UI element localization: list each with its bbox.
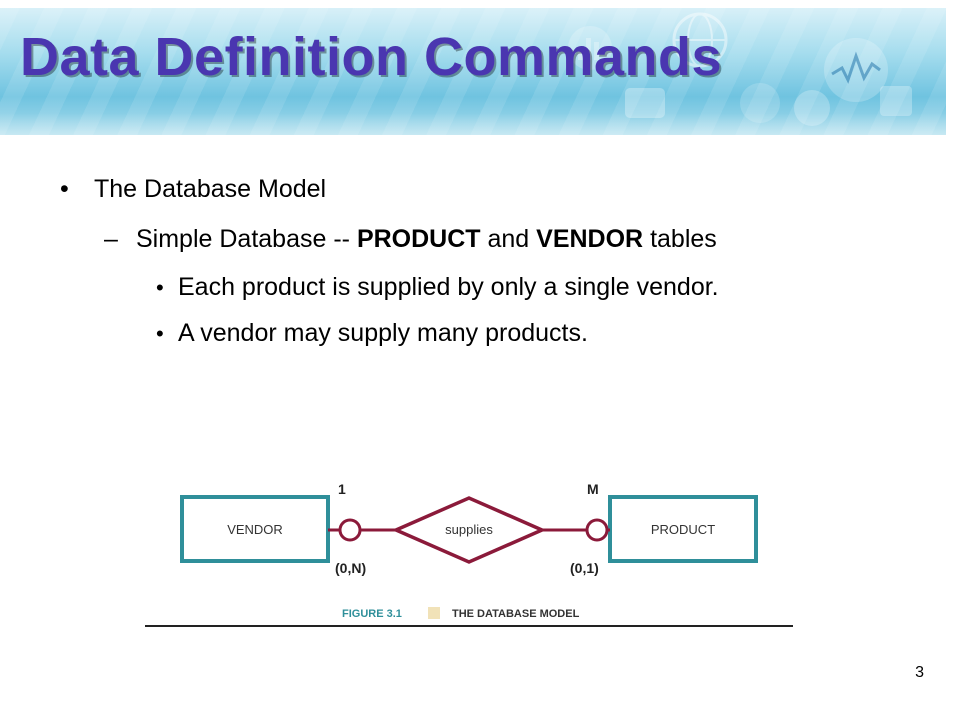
caption-swatch	[428, 607, 440, 619]
bullet-level2: –Simple Database -- PRODUCT and VENDOR t…	[104, 224, 717, 254]
header-band	[0, 8, 946, 135]
dash-marker: –	[104, 225, 118, 253]
right-optional-circle	[585, 518, 609, 542]
bullet-text-before: Simple Database --	[136, 225, 357, 253]
globe-icon	[672, 12, 728, 68]
left-cardinality: 1	[338, 481, 346, 497]
bold-vendor: VENDOR	[536, 225, 644, 253]
bullet-marker: •	[156, 275, 164, 300]
bullet-text-after: tables	[643, 225, 717, 253]
figure-caption-label: FIGURE 3.1	[342, 608, 402, 620]
figure-caption-text: THE DATABASE MODEL	[452, 608, 580, 620]
bold-product: PRODUCT	[356, 225, 481, 253]
bullet-marker: •	[60, 175, 69, 203]
bullet-text: Each product is supplied by only a singl…	[178, 273, 719, 301]
bullet-level1: • The Database Model	[60, 174, 326, 204]
right-cardinality: M	[587, 481, 599, 497]
product-entity-label: PRODUCT	[651, 522, 715, 537]
tablet-icon	[625, 83, 780, 123]
right-participation: (0,1)	[570, 560, 599, 576]
bullet-text: The Database Model	[94, 175, 327, 203]
slide-title: Data Definition Commands	[20, 27, 723, 87]
left-optional-circle	[338, 518, 362, 542]
bullet-text: A vendor may supply many products.	[178, 319, 588, 347]
bullet-marker: •	[156, 321, 164, 346]
waveform-icon	[824, 38, 888, 102]
page-number: 3	[915, 664, 924, 681]
left-participation: (0,N)	[335, 560, 366, 576]
header-decoration	[568, 12, 912, 126]
er-diagram: VENDOR PRODUCT supplies 1 M (0,N) (0,1) …	[145, 481, 793, 627]
vendor-entity-label: VENDOR	[227, 522, 283, 537]
bullet-text-middle: and	[480, 225, 537, 253]
bullet-level3: • Each product is supplied by only a sing…	[156, 272, 719, 303]
bullet-level3: • A vendor may supply many products.	[156, 318, 588, 349]
chart-icon	[568, 26, 612, 70]
relationship-label: supplies	[445, 522, 493, 537]
